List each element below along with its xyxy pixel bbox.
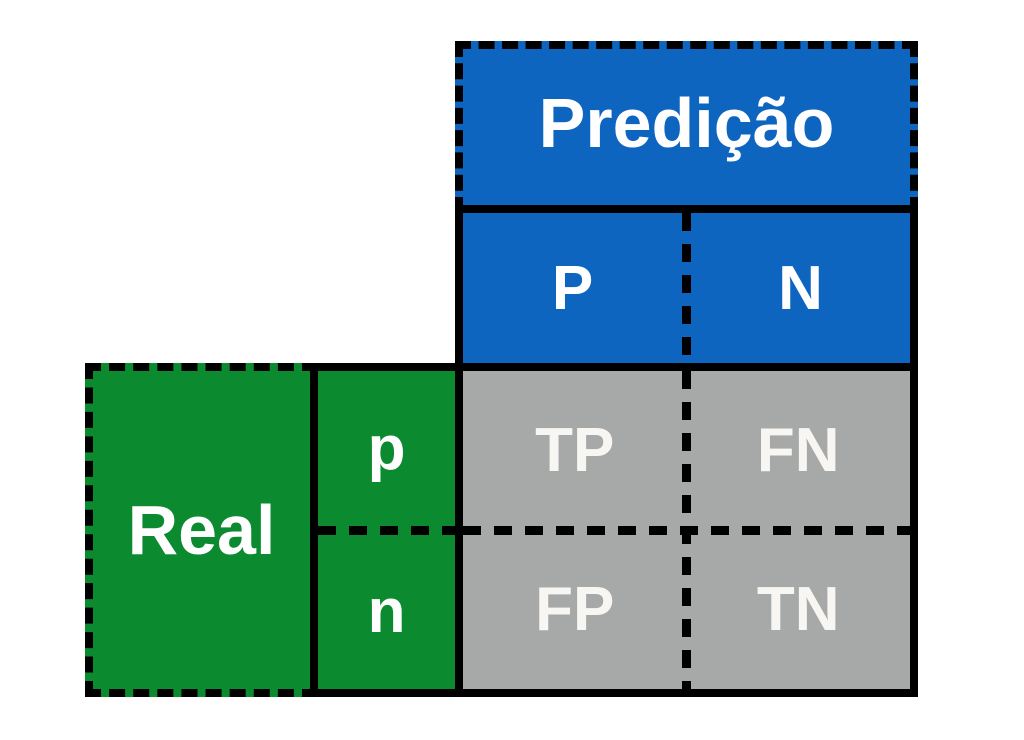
real-rows-divider	[318, 525, 455, 535]
false-positive-label: FP	[535, 575, 615, 644]
real-header-label: Real	[127, 491, 276, 569]
predicted-negative-label: N	[778, 253, 823, 323]
real-rows-column: p n	[310, 363, 463, 697]
real-positive-label: p	[367, 413, 406, 483]
predicted-positive-label: P	[551, 253, 594, 323]
matrix-cells-grid: TP FN FP TN	[455, 363, 918, 697]
prediction-header: Predição	[455, 41, 918, 213]
predicted-positive-cell: P	[463, 213, 682, 363]
prediction-columns-divider	[682, 213, 691, 363]
real-header: Real	[85, 363, 318, 697]
prediction-columns-row: P N	[455, 205, 918, 371]
false-negative-label: FN	[756, 416, 840, 485]
true-positive-cell: TP	[463, 371, 687, 530]
prediction-header-label: Predição	[538, 84, 835, 162]
matrix-cells: TP FN FP TN	[463, 371, 910, 689]
false-negative-cell: FN	[687, 371, 911, 530]
predicted-negative-cell: N	[691, 213, 910, 363]
true-positive-label: TP	[535, 416, 615, 485]
real-negative-label: n	[367, 577, 406, 647]
matrix-horizontal-divider	[463, 525, 910, 535]
real-positive-cell: p	[318, 371, 455, 526]
real-negative-cell: n	[318, 535, 455, 690]
false-positive-cell: FP	[463, 530, 687, 689]
true-negative-label: TN	[756, 575, 840, 644]
true-negative-cell: TN	[687, 530, 911, 689]
